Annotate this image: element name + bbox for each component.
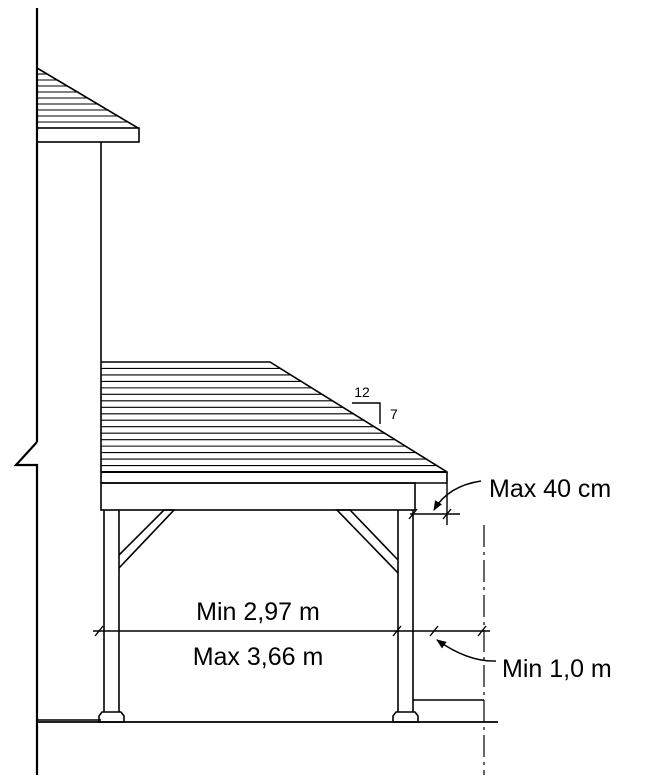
upper-eave [36, 67, 140, 362]
clearance-leader [436, 639, 497, 662]
beam [100, 482, 416, 511]
right-post-base [392, 711, 419, 723]
left-post [98, 510, 125, 723]
slope-run-label: 7 [390, 406, 398, 422]
roof-shingles [101, 367, 437, 467]
clearance-dimension: Min 1,0 m [436, 525, 612, 775]
overhang-dimension: Max 40 cm [408, 475, 611, 525]
upper-eave-shingles [37, 73, 128, 123]
span-dimension: Min 2,97 m Max 3,66 m [93, 598, 490, 671]
left-post-base [98, 711, 125, 723]
right-brace [335, 509, 399, 574]
overhang-label: Max 40 cm [489, 475, 611, 503]
left-brace [118, 509, 176, 569]
span-max-label: Max 3,66 m [193, 643, 324, 671]
porch-roof [100, 361, 448, 484]
slope-indicator: 12 7 [352, 384, 398, 424]
house-wall [13, 8, 101, 775]
span-min-label: Min 2,97 m [196, 598, 320, 626]
slope-rise-label: 12 [354, 384, 370, 400]
clearance-label: Min 1,0 m [502, 655, 612, 683]
overhang-leader [433, 480, 482, 511]
right-post [392, 510, 419, 723]
